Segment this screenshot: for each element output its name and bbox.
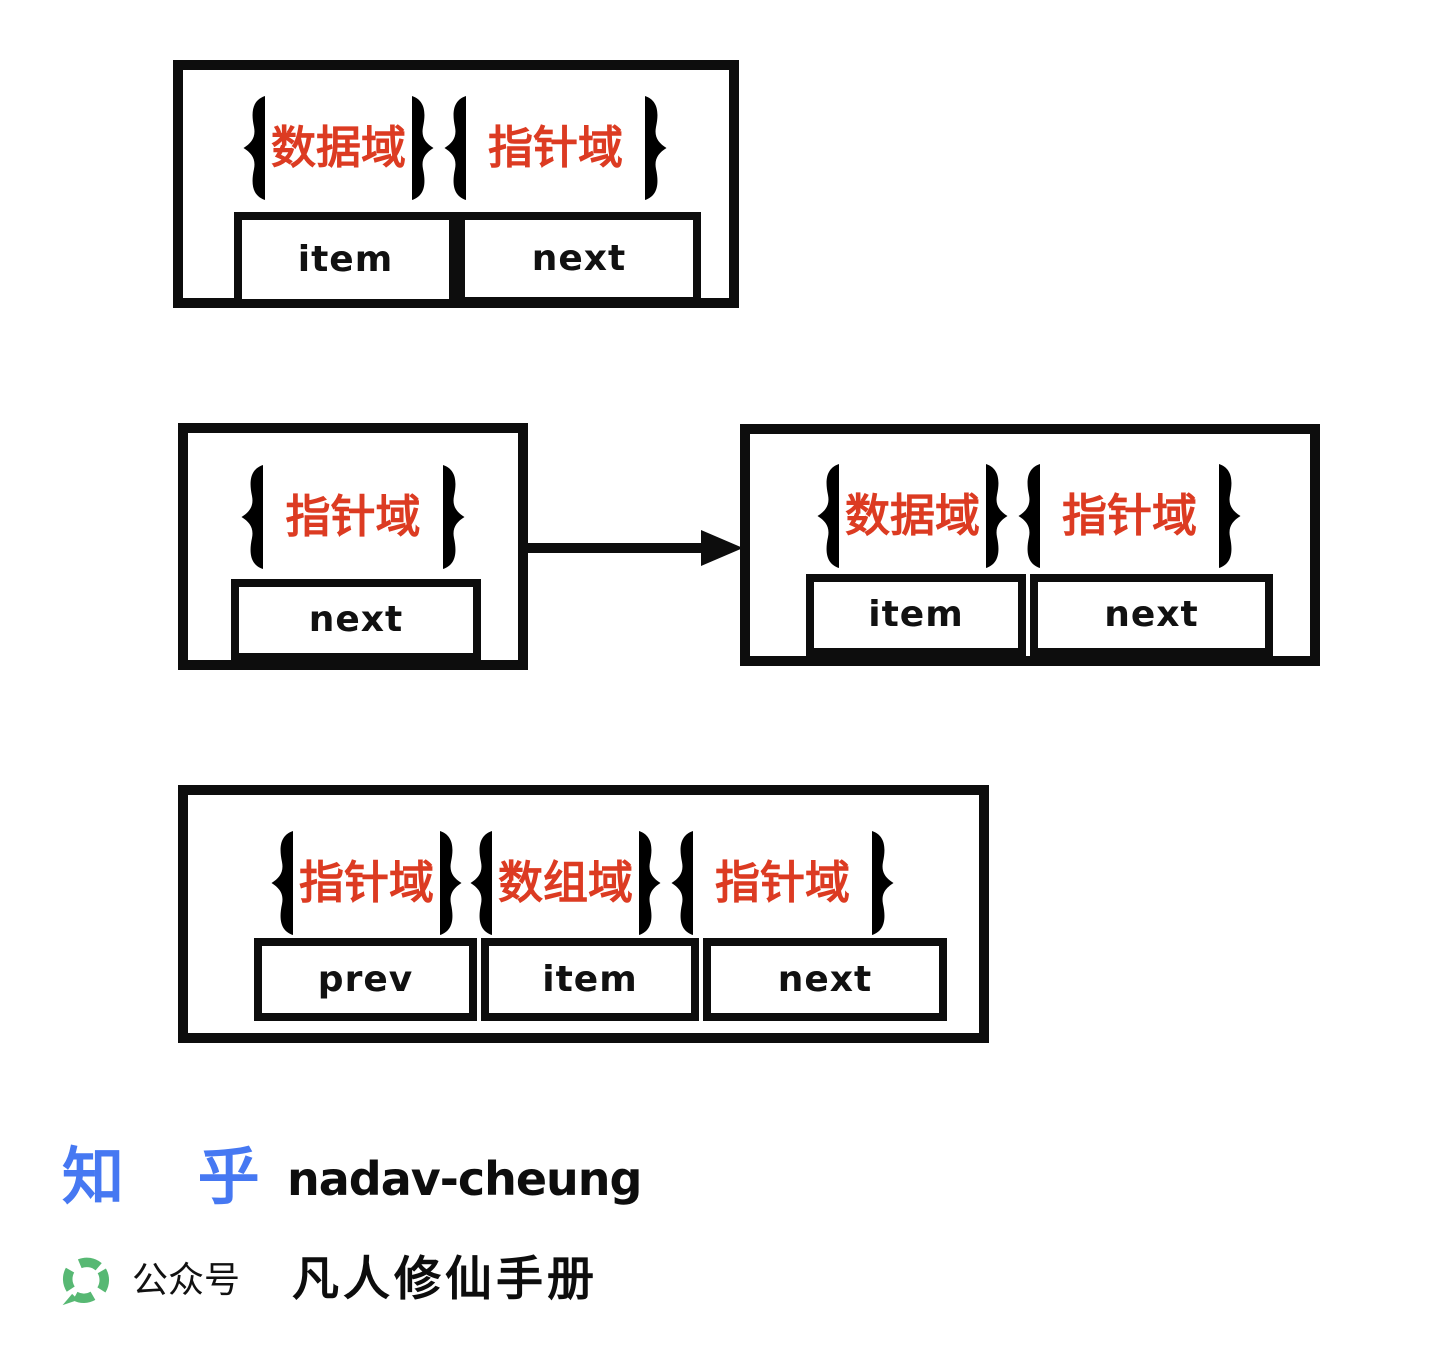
author-name: nadav-cheung	[287, 1152, 642, 1206]
cell-label: item	[868, 594, 964, 635]
prev-field-cell: prev	[254, 938, 477, 1021]
brace-right-icon	[439, 831, 462, 935]
item-field-cell: item	[481, 938, 699, 1021]
item-field-cell: item	[234, 212, 457, 307]
field-cells-row: prev item next	[254, 938, 947, 1021]
wechat-platform-label: 公众号	[132, 1260, 241, 1300]
data-domain-group: 数据域	[813, 458, 1012, 574]
cell-label: next	[308, 599, 404, 640]
cell-label: next	[1104, 594, 1199, 635]
brace-right-icon	[412, 96, 434, 200]
next-field-cell: next	[703, 938, 947, 1021]
node-box-double: 指针域 数组域 指针域 prev item next	[178, 785, 989, 1043]
brace-right-icon	[1219, 464, 1241, 568]
cell-label: next	[531, 237, 627, 279]
brace-left-icon	[671, 831, 693, 935]
brace-right-icon	[986, 464, 1008, 568]
wechat-attribution-row: 公众号 凡人修仙手册	[60, 1254, 598, 1306]
brace-left-icon	[817, 464, 839, 568]
wechat-account-name: 凡人修仙手册	[292, 1253, 599, 1306]
field-cells-row: next	[231, 579, 481, 661]
domain-braces-row: 数据域 指针域	[750, 458, 1310, 574]
pointer-domain-group: 指针域	[1012, 458, 1247, 574]
domain-label: 指针域	[285, 491, 421, 542]
brace-left-icon	[470, 831, 492, 935]
cell-label: item	[297, 238, 394, 280]
brace-right-icon	[442, 465, 464, 569]
field-cells-row: item next	[234, 212, 701, 307]
next-field-cell: next	[231, 579, 481, 661]
zhihu-logo: 知 乎	[62, 1140, 286, 1213]
domain-braces-row: 指针域 数组域 指针域	[188, 825, 979, 941]
cell-label: prev	[317, 958, 414, 1000]
brace-right-icon	[639, 831, 661, 935]
next-field-cell: next	[457, 212, 701, 305]
array-domain-group: 数组域	[466, 825, 665, 941]
domain-braces-row: 数据域 指针域	[183, 90, 729, 206]
cell-label: next	[777, 958, 873, 1000]
brace-left-icon	[444, 96, 466, 200]
brace-left-icon	[241, 465, 264, 569]
pointer-domain-group: 指针域	[235, 459, 470, 575]
wechat-official-account-icon	[62, 1257, 110, 1306]
domain-label: 数组域	[497, 857, 633, 908]
field-cells-row: item next	[806, 574, 1273, 656]
pointer-domain-group: 指针域	[438, 90, 673, 206]
next-pointer-domain-group: 指针域	[665, 825, 900, 941]
domain-label: 指针域	[1062, 490, 1198, 541]
data-domain-group: 数据域	[239, 90, 438, 206]
domain-label: 数据域	[844, 490, 980, 541]
cell-label: item	[542, 958, 638, 1000]
brace-left-icon	[243, 96, 265, 200]
node-box-head: 指针域 next	[178, 423, 528, 670]
domain-label: 数据域	[270, 122, 406, 173]
domain-label: 指针域	[715, 857, 851, 908]
domain-label: 指针域	[298, 857, 434, 908]
brace-right-icon	[645, 96, 667, 200]
brace-left-icon	[271, 831, 293, 935]
node-box-single: 数据域 指针域 item next	[173, 60, 739, 308]
pointer-arrow-icon	[527, 530, 743, 566]
domain-label: 指针域	[488, 122, 624, 173]
next-field-cell: next	[1030, 574, 1273, 656]
brace-right-icon	[872, 831, 894, 935]
prev-pointer-domain-group: 指针域	[267, 825, 466, 941]
domain-braces-row: 指针域	[188, 459, 518, 575]
item-field-cell: item	[806, 574, 1026, 656]
brace-left-icon	[1018, 464, 1040, 568]
node-box-target: 数据域 指针域 item next	[740, 424, 1320, 666]
